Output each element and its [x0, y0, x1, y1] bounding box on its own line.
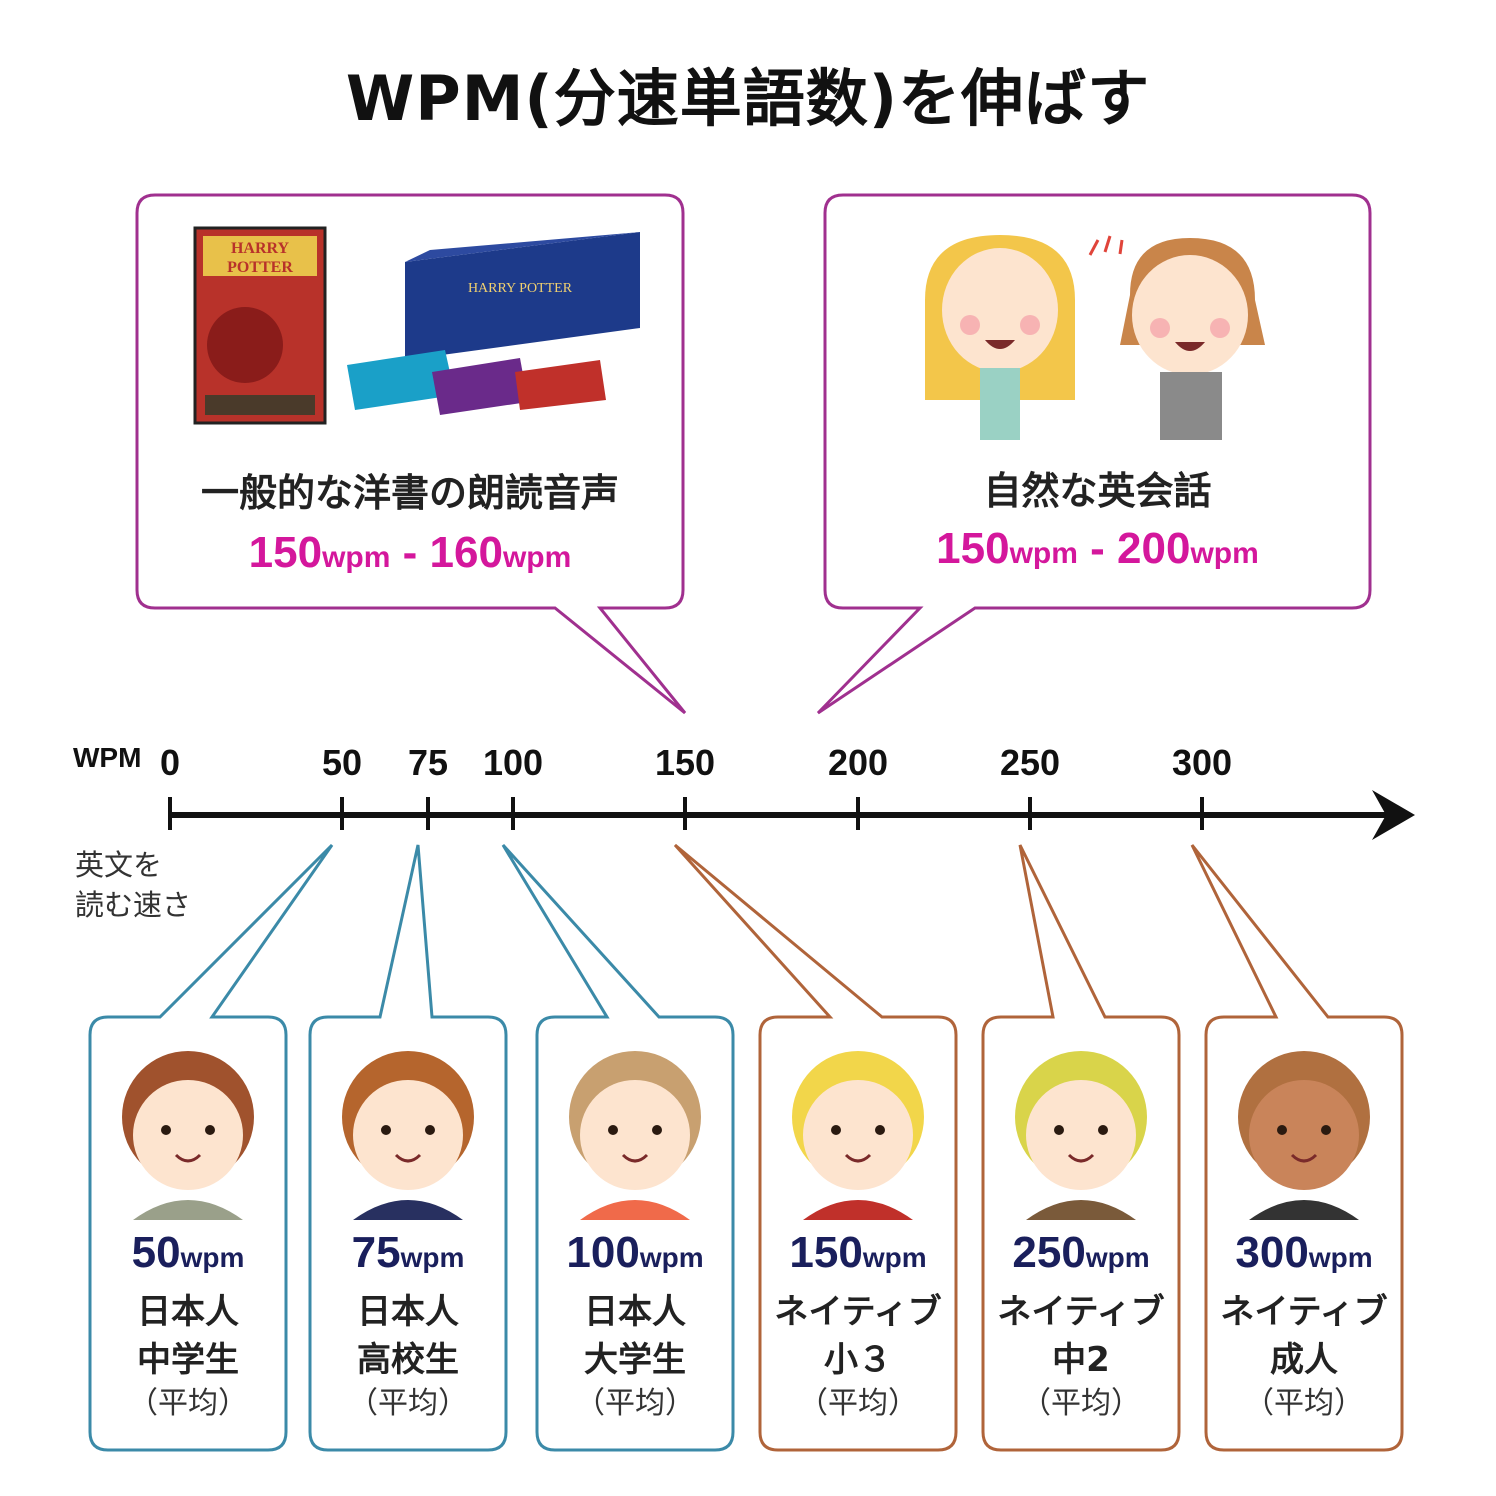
axis-description-line-1: 英文を [75, 848, 163, 882]
card-wpm-number: 150 [789, 1228, 863, 1277]
range-to-unit: wpm [502, 541, 572, 574]
card-grade-label: 中学生 [137, 1340, 239, 1380]
svg-text:POTTER: POTTER [227, 259, 293, 276]
range-from-unit: wpm [1009, 537, 1078, 570]
card-group-label: 日本人 [584, 1292, 686, 1332]
card-average-note: （平均） [128, 1386, 248, 1421]
axis-tick-label-0: 0 [159, 742, 181, 783]
card-wpm-unit: wpm [180, 1242, 245, 1273]
card-grade-label: 小３ [824, 1340, 892, 1380]
card-2-avatar [342, 1051, 474, 1220]
card-group-label: 日本人 [137, 1292, 239, 1332]
top-callout-1-range: 150wpm - 160wpm [137, 528, 683, 578]
card-4-avatar [792, 1051, 924, 1220]
range-to: 160 [429, 528, 503, 577]
card-wpm-value: 300wpm [1206, 1228, 1402, 1278]
card-1-text: 50wpm 日本人中学生 （平均） [90, 1228, 286, 1424]
card-5-avatar [1015, 1051, 1147, 1220]
card-average-note: （平均） [1021, 1386, 1141, 1421]
page-title: WPM(分速単語数)を伸ばす [345, 62, 1151, 135]
card-wpm-unit: wpm [639, 1242, 704, 1273]
axis-tick-label-100: 100 [482, 742, 544, 783]
two-women-talking-image [925, 235, 1265, 440]
harry-potter-books-image: HARRY POTTER HARRY POTTER [193, 226, 640, 425]
top-callout-2-bubble [816, 193, 1372, 715]
range-sep: - [390, 528, 430, 577]
card-wpm-value: 100wpm [537, 1228, 733, 1278]
svg-text:HARRY: HARRY [231, 240, 290, 257]
axis-tick-label-150: 150 [654, 742, 716, 783]
card-wpm-unit: wpm [862, 1242, 927, 1273]
axis-tick-label-50: 50 [321, 742, 363, 783]
card-6-avatar [1238, 1051, 1370, 1220]
card-wpm-number: 75 [351, 1228, 401, 1277]
card-group-label: ネイティブ [1220, 1292, 1388, 1332]
top-callout-1-label: 一般的な洋書の朗読音声 [200, 471, 619, 515]
axis-tick-label-75: 75 [407, 742, 449, 783]
card-5-text: 250wpm ネイティブ中2 （平均） [983, 1228, 1179, 1424]
range-from: 150 [248, 528, 323, 577]
range-sep: - [1077, 524, 1118, 573]
axis-tick-label-250: 250 [999, 742, 1061, 783]
card-wpm-value: 50wpm [90, 1228, 286, 1278]
card-wpm-value: 75wpm [310, 1228, 506, 1278]
top-callout-2-range: 150wpm - 200wpm [825, 524, 1370, 574]
card-4-text: 150wpm ネイティブ小３ （平均） [760, 1228, 956, 1424]
card-3-text: 100wpm 日本人大学生 （平均） [537, 1228, 733, 1424]
card-group-label: ネイティブ [997, 1292, 1165, 1332]
card-grade-label: 中2 [1052, 1340, 1110, 1380]
card-wpm-number: 250 [1012, 1228, 1086, 1277]
axis-tick-label-200: 200 [827, 742, 889, 783]
card-grade-label: 成人 [1270, 1340, 1338, 1380]
range-from: 150 [936, 524, 1010, 573]
card-average-note: （平均） [1244, 1386, 1364, 1421]
range-to: 200 [1117, 524, 1191, 573]
card-wpm-number: 50 [131, 1228, 181, 1277]
card-2-text: 75wpm 日本人高校生 （平均） [310, 1228, 506, 1424]
card-average-note: （平均） [575, 1386, 695, 1421]
axis-description: 英文を 読む速さ [75, 845, 191, 925]
card-average-note: （平均） [348, 1386, 468, 1421]
card-wpm-unit: wpm [1308, 1242, 1373, 1273]
card-grade-label: 高校生 [357, 1340, 459, 1380]
top-callout-2-label: 自然な英会話 [983, 469, 1212, 513]
axis-arrowhead [1372, 790, 1415, 840]
card-wpm-number: 300 [1235, 1228, 1309, 1277]
card-wpm-value: 150wpm [760, 1228, 956, 1278]
axis-tick-label-300: 300 [1171, 742, 1233, 783]
axis-unit-label: WPM [73, 742, 142, 773]
card-wpm-unit: wpm [400, 1242, 465, 1273]
card-wpm-number: 100 [566, 1228, 640, 1277]
svg-text:HARRY POTTER: HARRY POTTER [468, 281, 573, 296]
card-grade-label: 大学生 [584, 1340, 686, 1380]
range-from-unit: wpm [322, 541, 391, 574]
card-wpm-value: 250wpm [983, 1228, 1179, 1278]
card-wpm-unit: wpm [1085, 1242, 1150, 1273]
axis-description-line-2: 読む速さ [75, 888, 192, 922]
card-1-avatar [122, 1051, 254, 1220]
card-group-label: 日本人 [357, 1292, 459, 1332]
card-group-label: ネイティブ [774, 1292, 942, 1332]
card-6-text: 300wpm ネイティブ成人 （平均） [1206, 1228, 1402, 1424]
range-to-unit: wpm [1190, 537, 1259, 570]
card-3-avatar [569, 1051, 701, 1220]
card-average-note: （平均） [798, 1386, 918, 1421]
